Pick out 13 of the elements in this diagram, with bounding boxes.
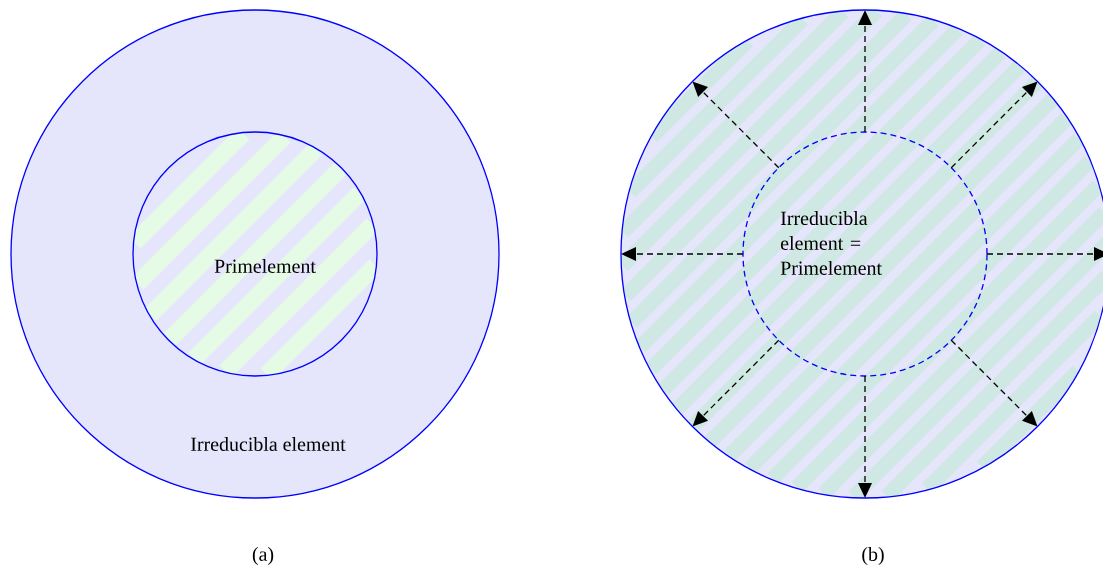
arrow — [950, 339, 1038, 427]
arrow — [621, 247, 744, 261]
arrow — [692, 81, 780, 169]
panel-label: (a) — [252, 546, 274, 565]
circle-region: Primelement — [132, 131, 378, 377]
arrow — [950, 81, 1038, 169]
arrow — [692, 339, 780, 427]
arrow — [858, 375, 872, 498]
circle-region: Irreducibla element = Primelement — [742, 131, 988, 377]
arrow — [986, 247, 1103, 261]
panel-label: (b) — [862, 546, 884, 565]
arrow — [858, 10, 872, 133]
circle — [620, 9, 1103, 499]
